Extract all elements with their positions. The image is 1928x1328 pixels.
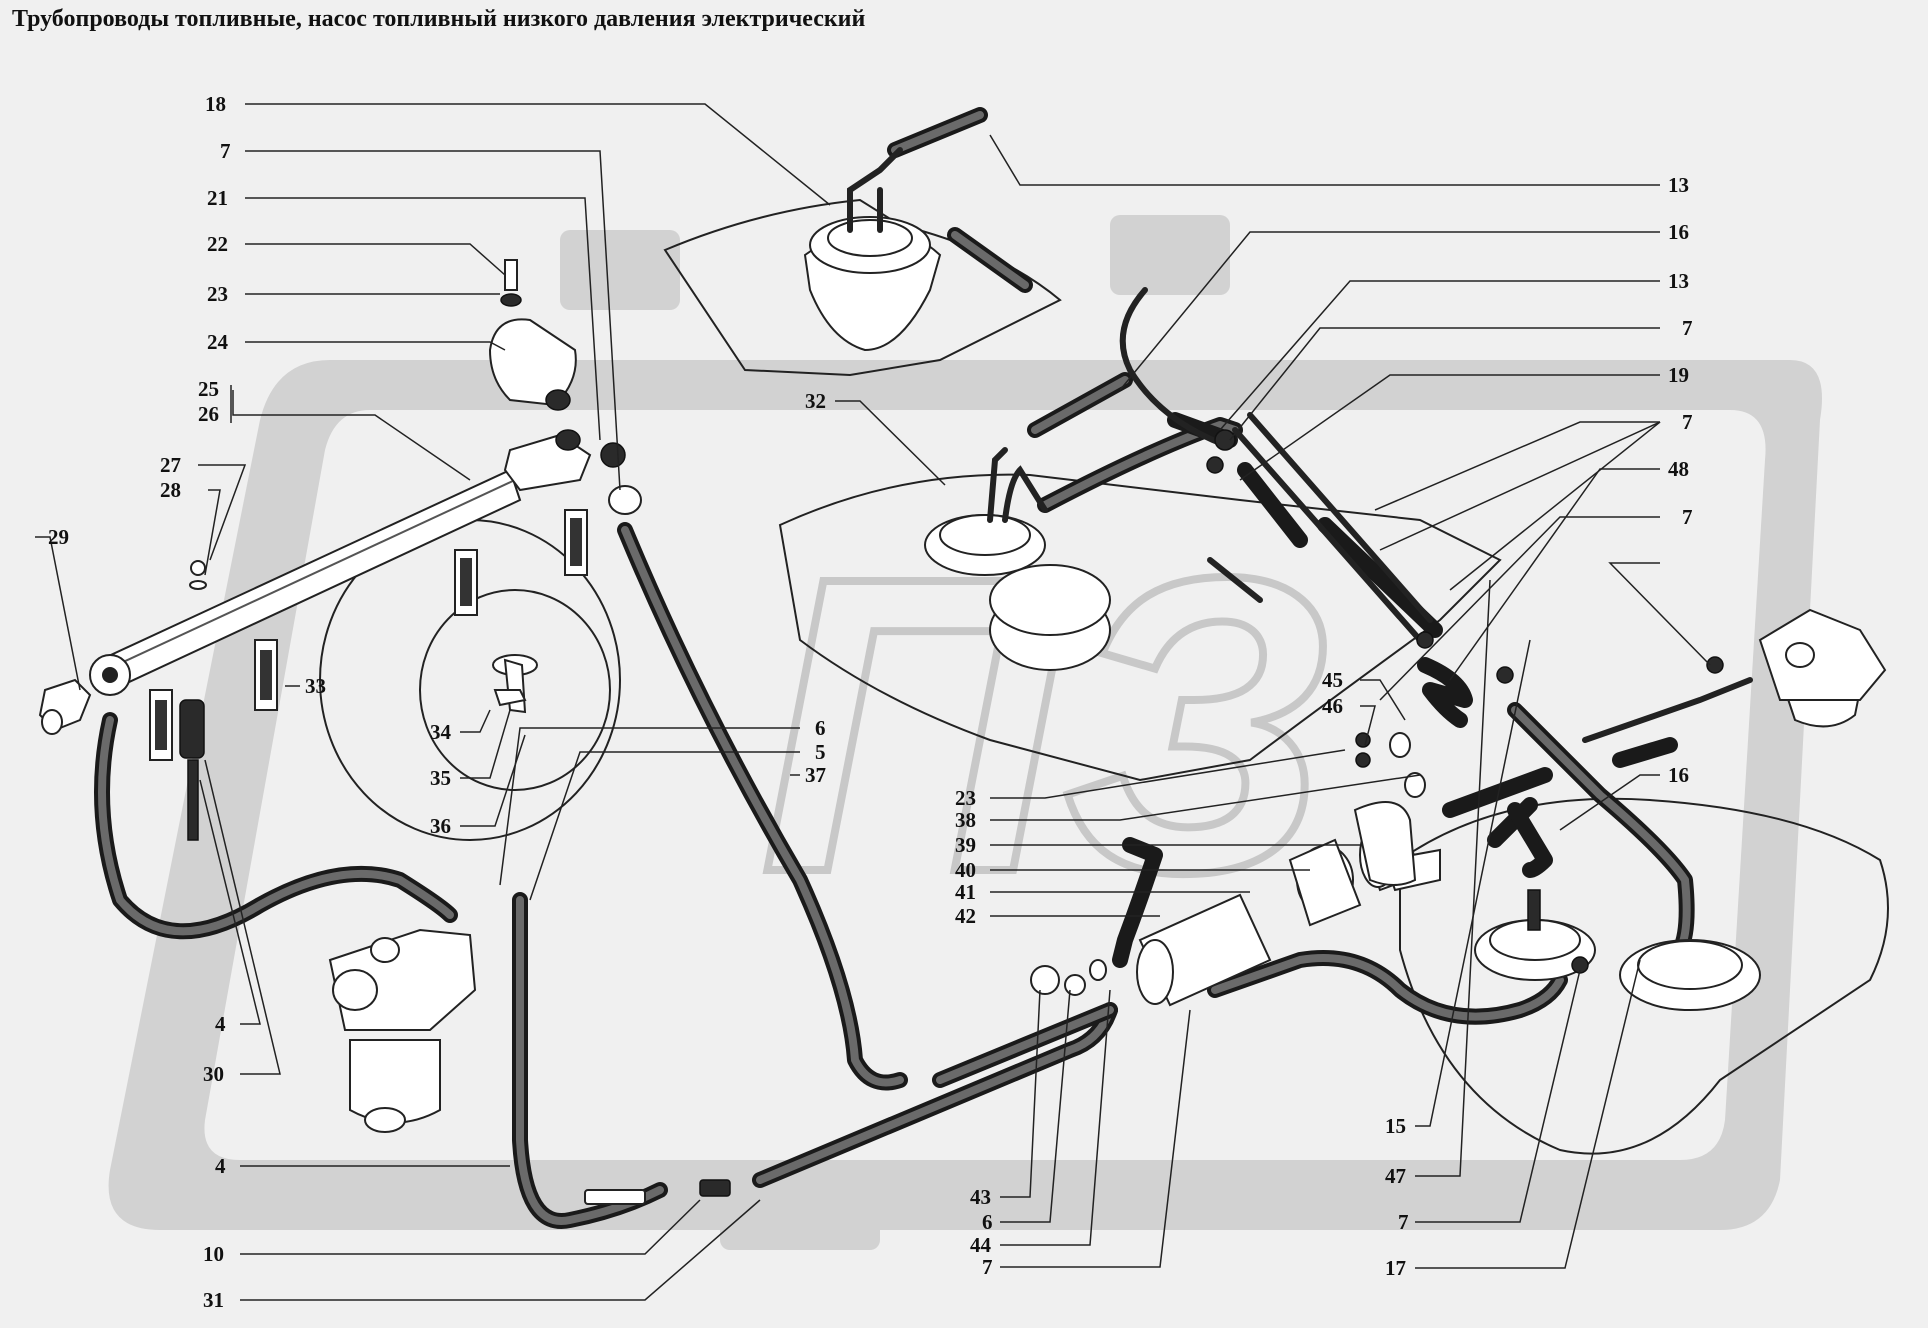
- label-7: 7: [1398, 1210, 1409, 1234]
- fuel-pump-module-right: [1474, 889, 1761, 1011]
- fuel-pump-module-main: [924, 447, 1111, 671]
- label-22: 22: [207, 232, 228, 256]
- label-45: 45: [1322, 668, 1343, 692]
- fuel-filter-right: [1758, 608, 1887, 728]
- label-7: 7: [220, 139, 231, 163]
- label-6: 6: [815, 716, 826, 740]
- label-16: 16: [1668, 763, 1689, 787]
- label-7: 7: [1682, 410, 1693, 434]
- leader-lines: [35, 103, 1711, 1301]
- label-48: 48: [1668, 457, 1689, 481]
- label-47: 47: [1385, 1164, 1406, 1188]
- label-35: 35: [430, 766, 451, 790]
- label-7: 7: [982, 1255, 993, 1279]
- label-4: 4: [215, 1154, 226, 1178]
- injector: [149, 689, 173, 761]
- label-46: 46: [1322, 694, 1343, 718]
- label-18: 18: [205, 92, 226, 116]
- hoses: [94, 107, 1695, 1229]
- label-40: 40: [955, 858, 976, 882]
- label-34: 34: [430, 720, 452, 744]
- label-32: 32: [805, 389, 826, 413]
- watermark: ПЗ: [108, 215, 1823, 1250]
- label-24: 24: [207, 330, 229, 354]
- part-number-labels: 18 7 21 22 23 24 25 26 27 28 29 33 34 35…: [48, 92, 1693, 1312]
- injector: [454, 549, 478, 616]
- fuel-filter: [328, 928, 477, 1133]
- injector: [564, 509, 588, 576]
- label-17: 17: [1385, 1256, 1406, 1280]
- label-23: 23: [207, 282, 228, 306]
- label-13: 13: [1668, 173, 1689, 197]
- label-26: 26: [198, 402, 219, 426]
- label-37: 37: [805, 763, 826, 787]
- label-23: 23: [955, 786, 976, 810]
- rigid-tubes: [1119, 287, 1753, 743]
- label-5: 5: [815, 740, 826, 764]
- label-16: 16: [1668, 220, 1689, 244]
- label-43: 43: [970, 1185, 991, 1209]
- label-4: 4: [215, 1012, 226, 1036]
- label-38: 38: [955, 808, 976, 832]
- label-31: 31: [203, 1288, 224, 1312]
- watermark-text: ПЗ: [760, 491, 1332, 960]
- label-42: 42: [955, 904, 976, 928]
- label-25: 25: [198, 377, 219, 401]
- fittings: [584, 429, 1724, 1205]
- pressure-regulator: [488, 259, 642, 515]
- label-36: 36: [430, 814, 451, 838]
- label-7: 7: [1682, 505, 1693, 529]
- label-15: 15: [1385, 1114, 1406, 1138]
- label-7: 7: [1682, 316, 1693, 340]
- label-6: 6: [982, 1210, 993, 1234]
- injector: [254, 639, 278, 711]
- label-21: 21: [207, 186, 228, 210]
- fuel-rail-assembly: [38, 468, 588, 841]
- label-44: 44: [970, 1233, 992, 1257]
- label-39: 39: [955, 833, 976, 857]
- fuel-pump-module-top: [803, 147, 942, 352]
- label-30: 30: [203, 1062, 224, 1086]
- label-10: 10: [203, 1242, 224, 1266]
- label-33: 33: [305, 674, 326, 698]
- diagram-title: Трубопроводы топливные, насос топливный …: [12, 6, 866, 32]
- label-19: 19: [1668, 363, 1689, 387]
- label-28: 28: [160, 478, 181, 502]
- label-29: 29: [48, 525, 69, 549]
- label-41: 41: [955, 880, 976, 904]
- label-13: 13: [1668, 269, 1689, 293]
- label-27: 27: [160, 453, 181, 477]
